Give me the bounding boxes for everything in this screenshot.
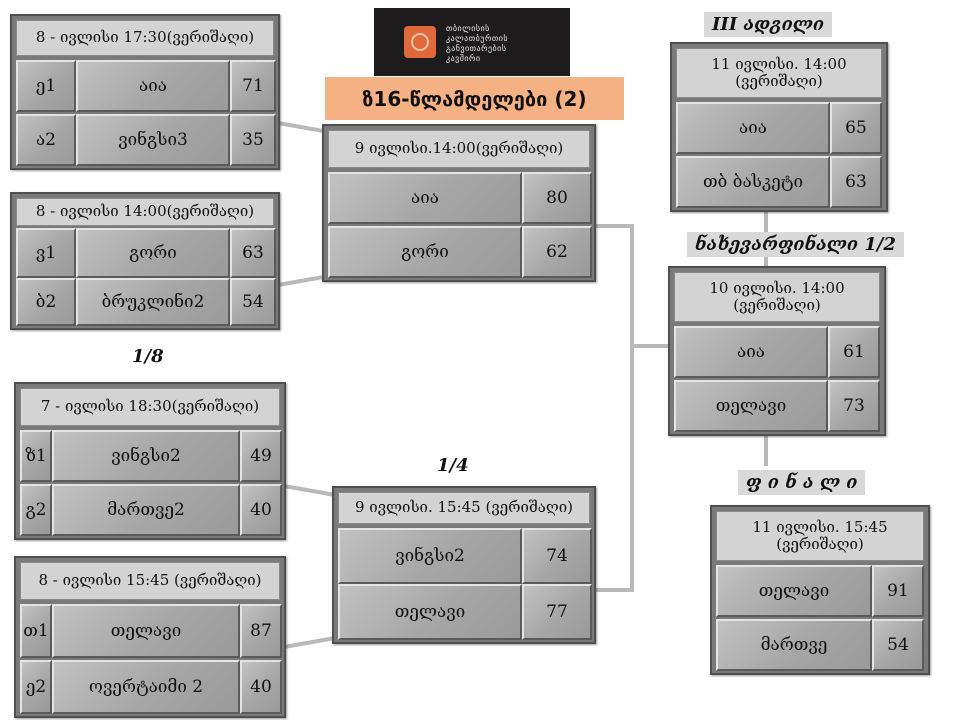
team-name: თელავი xyxy=(52,604,240,658)
team-name: ვინგსი2 xyxy=(52,430,240,482)
team-name: თელავი xyxy=(338,584,522,640)
team-score: 63 xyxy=(830,156,882,208)
team-name: ბრუკლინი2 xyxy=(76,278,230,326)
team-seed: ა2 xyxy=(16,114,76,166)
match-header: 9 ივლისი.14:00(ვერიშაღი) xyxy=(328,130,590,168)
team-score: 87 xyxy=(240,604,282,658)
match-r16d: 8 - ივლისი 15:45 (ვერიშაღი) თ1 თელავი 87… xyxy=(14,556,286,718)
team-name: ვინგსი2 xyxy=(338,528,522,584)
team-score: 49 xyxy=(240,430,282,482)
match-header: 8 - ივლისი 14:00(ვერიშაღი) xyxy=(16,198,274,226)
match-header: 11 ივლისი. 14:00 (ვერიშაღი) xyxy=(676,48,882,98)
match-r16a: 8 - ივლისი 17:30(ვერიშაღი) ე1 აია 71 ა2 … xyxy=(10,14,280,170)
label-quarterfinal: 1/4 xyxy=(437,455,469,476)
match-r16c: 7 - ივლისი 18:30(ვერიშაღი) ზ1 ვინგსი2 49… xyxy=(14,382,286,540)
connector-sf-final xyxy=(764,432,768,466)
team-name: გორი xyxy=(76,228,230,278)
match-third-place: 11 ივლისი. 14:00 (ვერიშაღი) აია 65 თბ ბა… xyxy=(670,42,888,212)
team-seed: ე1 xyxy=(16,60,76,112)
label-round-of-16: 1/8 xyxy=(132,346,164,367)
connector-qf2-out xyxy=(594,588,634,592)
team-score: 62 xyxy=(522,226,592,278)
label-semifinal: ნახევარფინალი 1/2 xyxy=(687,232,904,257)
team-score: 77 xyxy=(522,584,592,640)
team-name: მართვე2 xyxy=(52,484,240,536)
team-name: მართვე xyxy=(716,619,872,671)
team-seed: ბ2 xyxy=(16,278,76,326)
match-semifinal: 10 ივლისი. 14:00 (ვერიშაღი) აია 61 თელავ… xyxy=(668,266,886,436)
team-name: თელავი xyxy=(716,565,872,617)
team-score: 35 xyxy=(230,114,276,166)
team-score: 73 xyxy=(828,380,880,432)
team-seed: თ1 xyxy=(20,604,52,658)
match-r16b: 8 - ივლისი 14:00(ვერიშაღი) ვ1 გორი 63 ბ2… xyxy=(10,192,280,330)
match-header: 11 ივლისი. 15:45 (ვერიშაღი) xyxy=(716,511,924,561)
connector-vertical xyxy=(630,224,634,592)
match-qf2: 9 ივლისი. 15:45 (ვერიშაღი) ვინგსი2 74 თე… xyxy=(332,486,596,644)
team-name: გორი xyxy=(328,226,522,278)
team-name: ოვერტაიმი 2 xyxy=(52,660,240,714)
team-score: 40 xyxy=(240,484,282,536)
team-score: 40 xyxy=(240,660,282,714)
team-name: აია xyxy=(76,60,230,112)
team-seed: ე2 xyxy=(20,660,52,714)
federation-logo: თბილისის კალათბურთის განვითარების კავშირ… xyxy=(374,8,570,76)
connector-to-sf xyxy=(630,344,670,348)
team-score: 54 xyxy=(230,278,276,326)
label-final: ფ ი ნ ა ლ ი xyxy=(738,470,866,495)
team-name: თელავი xyxy=(674,380,828,432)
match-header: 8 - ივლისი 15:45 (ვერიშაღი) xyxy=(20,562,280,600)
team-name: აია xyxy=(328,172,522,224)
team-score: 65 xyxy=(830,102,882,154)
match-qf1: 9 ივლისი.14:00(ვერიშაღი) აია 80 გორი 62 xyxy=(322,124,596,282)
team-score: 54 xyxy=(872,619,924,671)
team-name: აია xyxy=(676,102,830,154)
team-score: 61 xyxy=(828,326,880,378)
match-header: 10 ივლისი. 14:00 (ვერიშაღი) xyxy=(674,272,880,322)
match-header: 9 ივლისი. 15:45 (ვერიშაღი) xyxy=(338,492,590,524)
match-header: 8 - ივლისი 17:30(ვერიშაღი) xyxy=(16,20,274,56)
team-name: ვინგსი3 xyxy=(76,114,230,166)
logo-text: თბილისის კალათბურთის განვითარების კავშირ… xyxy=(446,24,509,63)
team-score: 74 xyxy=(522,528,592,584)
connector-qf1-out xyxy=(594,224,634,228)
team-seed: გ2 xyxy=(20,484,52,536)
page-title: ზ16-წლამდელები (2) xyxy=(325,77,624,120)
connector-r16b-qf1 xyxy=(277,274,327,287)
label-third-place: III ადგილი xyxy=(704,12,833,37)
team-seed: ზ1 xyxy=(20,430,52,482)
team-score: 63 xyxy=(230,228,276,278)
connector-r16d-qf2 xyxy=(283,636,336,649)
team-seed: ვ1 xyxy=(16,228,76,278)
team-score: 80 xyxy=(522,172,592,224)
team-name: აია xyxy=(674,326,828,378)
connector-r16c-qf2 xyxy=(283,484,336,497)
basketball-icon xyxy=(404,26,436,58)
team-score: 71 xyxy=(230,60,276,112)
connector-r16a-qf1 xyxy=(277,121,327,134)
match-header: 7 - ივლისი 18:30(ვერიშაღი) xyxy=(20,388,280,426)
team-score: 91 xyxy=(872,565,924,617)
team-name: თბ ბასკეტი xyxy=(676,156,830,208)
match-final: 11 ივლისი. 15:45 (ვერიშაღი) თელავი 91 მა… xyxy=(710,505,930,675)
